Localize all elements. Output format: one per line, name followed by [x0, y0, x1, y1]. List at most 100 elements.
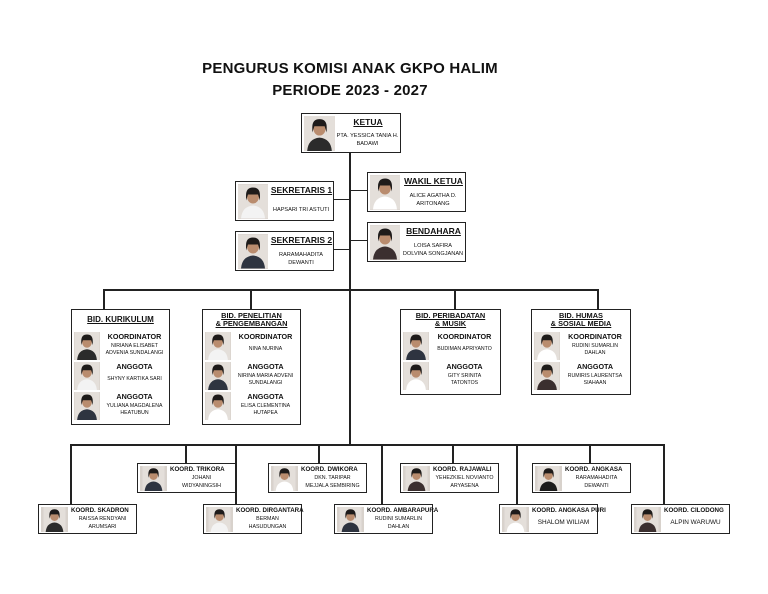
member-role: ANGGOTA	[446, 362, 483, 371]
member-name: BUDIMAN APRIYANTO	[437, 346, 492, 352]
bidang-title-line2: & MUSIK	[434, 319, 467, 328]
member-name-line2: SUNDALANGI	[248, 380, 283, 386]
koordinator-photo	[271, 466, 298, 491]
koordinator-box: KOORD. AMBARAPURA RUDINI SUMARLIN DAHLAN	[334, 504, 438, 534]
member-photo	[403, 362, 429, 390]
sekretaris1-box: SEKRETARIS 1 HAPSARI TRI ASTUTI	[235, 181, 334, 221]
member-role: ANGGOTA	[576, 362, 614, 371]
koordinator-photo	[206, 507, 233, 532]
koordinator-name: RARAMAHADITA	[575, 475, 618, 481]
koordinator-role: KOORD. AMBARAPURA	[367, 507, 439, 514]
member-role: ANGGOTA	[247, 362, 284, 371]
koordinator-name-line2: HASUDUNGAN	[248, 524, 287, 530]
member-photo	[74, 332, 100, 360]
bidang-title: BID. HUMAS	[559, 311, 603, 320]
koordinator-role: KOORD. RAJAWALI	[433, 466, 492, 473]
koordinator-role: KOORD. DIRGANTARA	[236, 507, 304, 514]
bidang-title: BID. PERIBADATAN	[415, 311, 486, 320]
koordinator-photo	[535, 466, 562, 491]
member-role: ANGGOTA	[247, 392, 284, 401]
member-name: RUDINI SUMARLIN	[571, 343, 619, 349]
bendahara-box: BENDAHARA LOISA SAFIRA DOLVINA SONGJANAN	[367, 222, 466, 262]
bidang-title: BID. PENELITIAN	[221, 311, 282, 320]
bendahara-photo	[370, 225, 400, 260]
ketua-role: KETUA	[353, 117, 383, 127]
member-name-line2: TATONTOS	[450, 380, 479, 386]
koordinator-name: JOHANI	[191, 475, 212, 481]
koordinator-name-line2: ARUMSARI	[88, 524, 117, 530]
bidang-box: BID. PENELITIAN& PENGEMBANGAN KOORDINATOR…	[202, 309, 301, 425]
member-role: KOORDINATOR	[107, 332, 162, 341]
sekretaris1-role: SEKRETARIS 1	[270, 185, 333, 195]
ketua-name-2: BADAWI	[356, 141, 379, 147]
member-photo	[205, 392, 231, 420]
koordinator-role: KOORD. SKADRON	[71, 507, 129, 514]
member-name: NINA NURINA	[248, 346, 283, 352]
koordinator-role: KOORD. CILODONG	[664, 507, 724, 514]
koordinator-name: SHALOM WILIAM	[537, 519, 590, 526]
wakil-ketua-role: WAKIL KETUA	[404, 176, 463, 186]
wakil-ketua-name-2: ARITONANG	[416, 201, 450, 207]
ketua-photo	[304, 116, 335, 151]
member-photo	[205, 332, 231, 360]
member-photo	[74, 362, 100, 390]
member-name-line2: HEATUBUN	[120, 410, 149, 416]
koordinator-name-line2: DAHLAN	[387, 524, 410, 530]
member-name: ELISA CLEMENTINA	[240, 403, 291, 409]
bendahara-name-1: LOISA SAFIRA	[414, 243, 452, 249]
member-photo	[403, 332, 429, 360]
member-photo	[534, 362, 560, 390]
member-name-line2: SIAHAAN	[583, 380, 607, 386]
sekretaris2-box: SEKRETARIS 2 RARAMAHADITA DEWANTI	[235, 231, 334, 271]
member-role: KOORDINATOR	[238, 332, 293, 341]
sekretaris2-name-1: RARAMAHADITA	[278, 252, 324, 258]
koordinator-photo	[403, 466, 430, 491]
koordinator-photo	[337, 507, 364, 532]
member-name: SHYNY KARTIKA SARI	[107, 376, 162, 382]
member-name: GITY SRINITA	[447, 373, 482, 379]
sekretaris1-photo	[238, 184, 268, 219]
bidang-title-line2: & PENGEMBANGAN	[215, 319, 288, 328]
sekretaris2-role: SEKRETARIS 2	[270, 235, 333, 245]
koordinator-name: ALPIN WARUWU	[670, 519, 721, 526]
sekretaris2-photo	[238, 234, 268, 269]
member-name: NIRINA MARIA ADVENI	[237, 373, 294, 379]
wakil-ketua-name-1: ALICE AGATHA D.	[409, 193, 457, 199]
koordinator-name-line2: DEWANTI	[584, 483, 609, 489]
member-name-line2: ADVENIA SUNDALANGI	[105, 350, 164, 356]
member-role: KOORDINATOR	[568, 332, 622, 341]
koordinator-photo	[140, 466, 167, 491]
member-photo	[534, 332, 560, 360]
koordinator-box: KOORD. ANGKASA RARAMAHADITA DEWANTI	[532, 463, 631, 493]
koordinator-photo	[41, 507, 68, 532]
member-role: ANGGOTA	[116, 362, 153, 371]
bidang-box: BID. HUMAS& SOSIAL MEDIA KOORDINATOR RUDIN…	[531, 309, 631, 395]
member-name: RUMIRIS LAURENTSA	[567, 373, 623, 379]
member-role: ANGGOTA	[116, 392, 153, 401]
member-photo	[74, 392, 100, 420]
koordinator-name: YEHEZKIEL NOVIANTO	[435, 475, 494, 481]
ketua-box: KETUA PTA. YESSICA TANIA H. BADAWI	[301, 113, 401, 153]
koordinator-role: KOORD. DWIKORA	[301, 466, 358, 473]
ketua-name-1: PTA. YESSICA TANIA H.	[336, 133, 399, 139]
member-name-line2: DAHLAN	[584, 350, 606, 356]
koordinator-role: KOORD. TRIKORA	[170, 466, 225, 473]
koordinator-role: KOORD. ANGKASA	[565, 466, 623, 473]
koordinator-name: DKN. TARIPAR	[314, 475, 351, 481]
koordinator-photo	[502, 507, 529, 532]
chart-title-line2: PERIODE 2023 - 2027	[272, 82, 428, 99]
member-photo	[205, 362, 231, 390]
koordinator-box: KOORD. CILODONG ALPIN WARUWU	[631, 504, 730, 534]
bidang-title-line2: & SOSIAL MEDIA	[550, 319, 612, 328]
koordinator-photo	[634, 507, 661, 532]
koordinator-name: RUDINI SUMARLIN	[374, 516, 423, 522]
chart-title-line1: PENGURUS KOMISI ANAK GKPO HALIM	[202, 60, 498, 77]
